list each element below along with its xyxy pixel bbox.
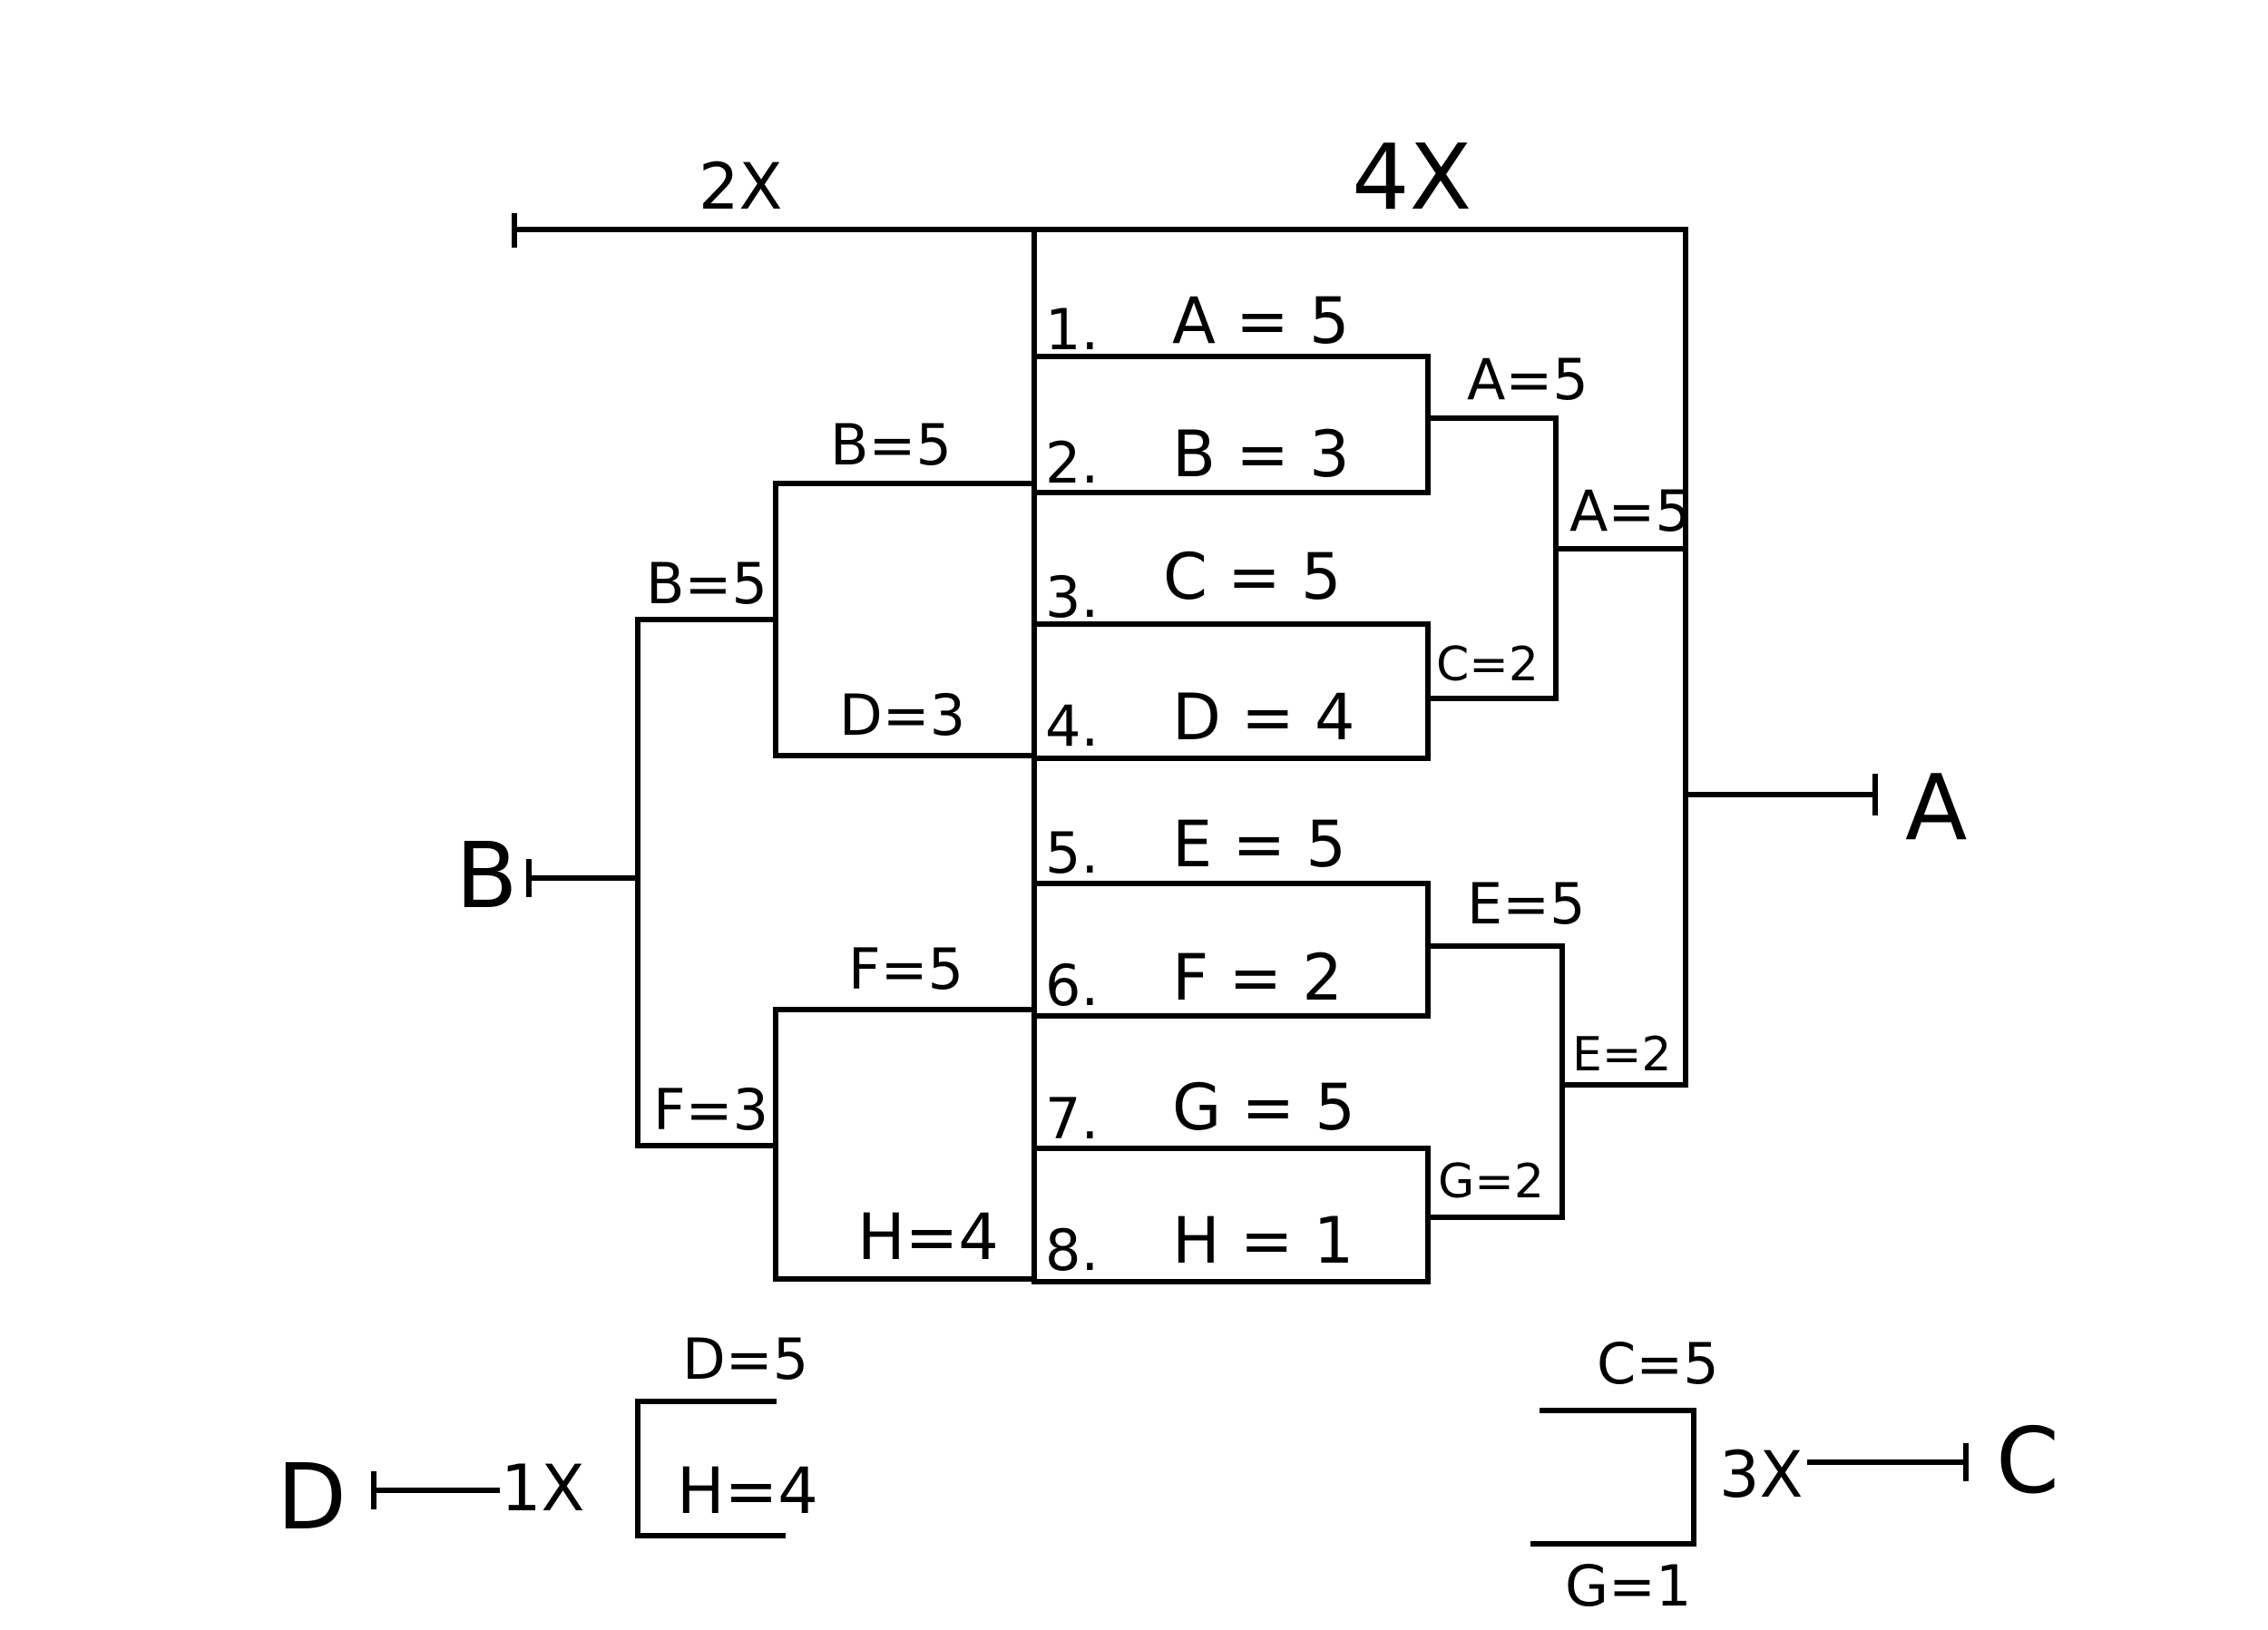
entrant-3: 3. C = 5 xyxy=(1045,540,1342,630)
left-round1-label-d: D=3 xyxy=(839,682,965,748)
entrant-1: 1. A = 5 xyxy=(1045,284,1350,363)
seed-number: 6. xyxy=(1045,952,1099,1019)
bottom-right-top-label: C=5 xyxy=(1597,1331,1719,1397)
match-box-3-4 xyxy=(1031,621,1431,761)
entrant-6: 6. F = 2 xyxy=(1045,941,1343,1019)
entrant-4: 4. D = 4 xyxy=(1045,680,1355,759)
bottom-left-box xyxy=(635,1399,786,1538)
seed-number: 2. xyxy=(1045,430,1099,496)
bottom-right-box xyxy=(1530,1408,1696,1547)
left-round1-label-h: H=4 xyxy=(857,1200,999,1274)
seed-number: 1. xyxy=(1045,297,1099,363)
bottom-right-label: C xyxy=(1996,1408,2059,1514)
seed-number: 8. xyxy=(1045,1217,1099,1284)
bottom-left-top-label: D=5 xyxy=(682,1326,808,1392)
left-round2-label-f: F=3 xyxy=(653,1077,768,1143)
seed-number: 4. xyxy=(1045,693,1099,759)
bottom-right-bottom-label: G=1 xyxy=(1565,1553,1691,1619)
bottom-right-multiplier: 3X xyxy=(1719,1438,1804,1512)
right-round2-label-4: G=2 xyxy=(1438,1155,1544,1209)
left-winner-label: B xyxy=(455,823,518,929)
left-round2-label-b: B=5 xyxy=(646,551,767,617)
entrant-label: G = 5 xyxy=(1172,1070,1355,1145)
match-box-5-6 xyxy=(1031,881,1431,1019)
right-winner-label: A xyxy=(1905,755,1967,861)
entrant-label: F = 2 xyxy=(1172,941,1343,1015)
entrant-8: 8. H = 1 xyxy=(1045,1204,1354,1284)
right-multiplier-label: 4X xyxy=(1352,124,1471,230)
seed-number: 3. xyxy=(1045,564,1099,630)
right-round2-label-2: C=2 xyxy=(1436,638,1539,692)
right-round2-label-3: E=5 xyxy=(1467,871,1586,937)
entrant-5: 5. E = 5 xyxy=(1045,807,1346,886)
right-round2-label-1: A=5 xyxy=(1467,346,1589,413)
right-round3-label-2: E=2 xyxy=(1572,1028,1672,1082)
entrant-label: A = 5 xyxy=(1172,284,1350,358)
semi-box-top xyxy=(1425,415,1559,701)
left-round1-label-b: B=5 xyxy=(830,412,952,478)
bottom-left-bottom-label: H=4 xyxy=(677,1454,818,1528)
bottom-left-label: D xyxy=(277,1444,347,1550)
entrant-label: E = 5 xyxy=(1172,807,1346,882)
match-box-1-2 xyxy=(1031,354,1431,495)
entrant-2: 2. B = 3 xyxy=(1045,417,1350,496)
entrant-label: B = 3 xyxy=(1172,417,1350,492)
seed-number: 5. xyxy=(1045,820,1099,886)
left-multiplier-label: 2X xyxy=(699,150,783,224)
left-round1-label-f: F=5 xyxy=(848,936,963,1002)
seed-number: 7. xyxy=(1045,1086,1099,1152)
left-semi-box xyxy=(635,617,778,1148)
semi-box-bottom xyxy=(1425,943,1565,1220)
entrant-label: H = 1 xyxy=(1172,1204,1354,1278)
entrant-label: D = 4 xyxy=(1172,680,1355,755)
entrant-7: 7. G = 5 xyxy=(1045,1070,1355,1152)
right-round3-label-1: A=5 xyxy=(1569,478,1691,544)
entrant-label: C = 5 xyxy=(1163,540,1342,614)
bottom-left-multiplier: 1X xyxy=(501,1451,585,1526)
